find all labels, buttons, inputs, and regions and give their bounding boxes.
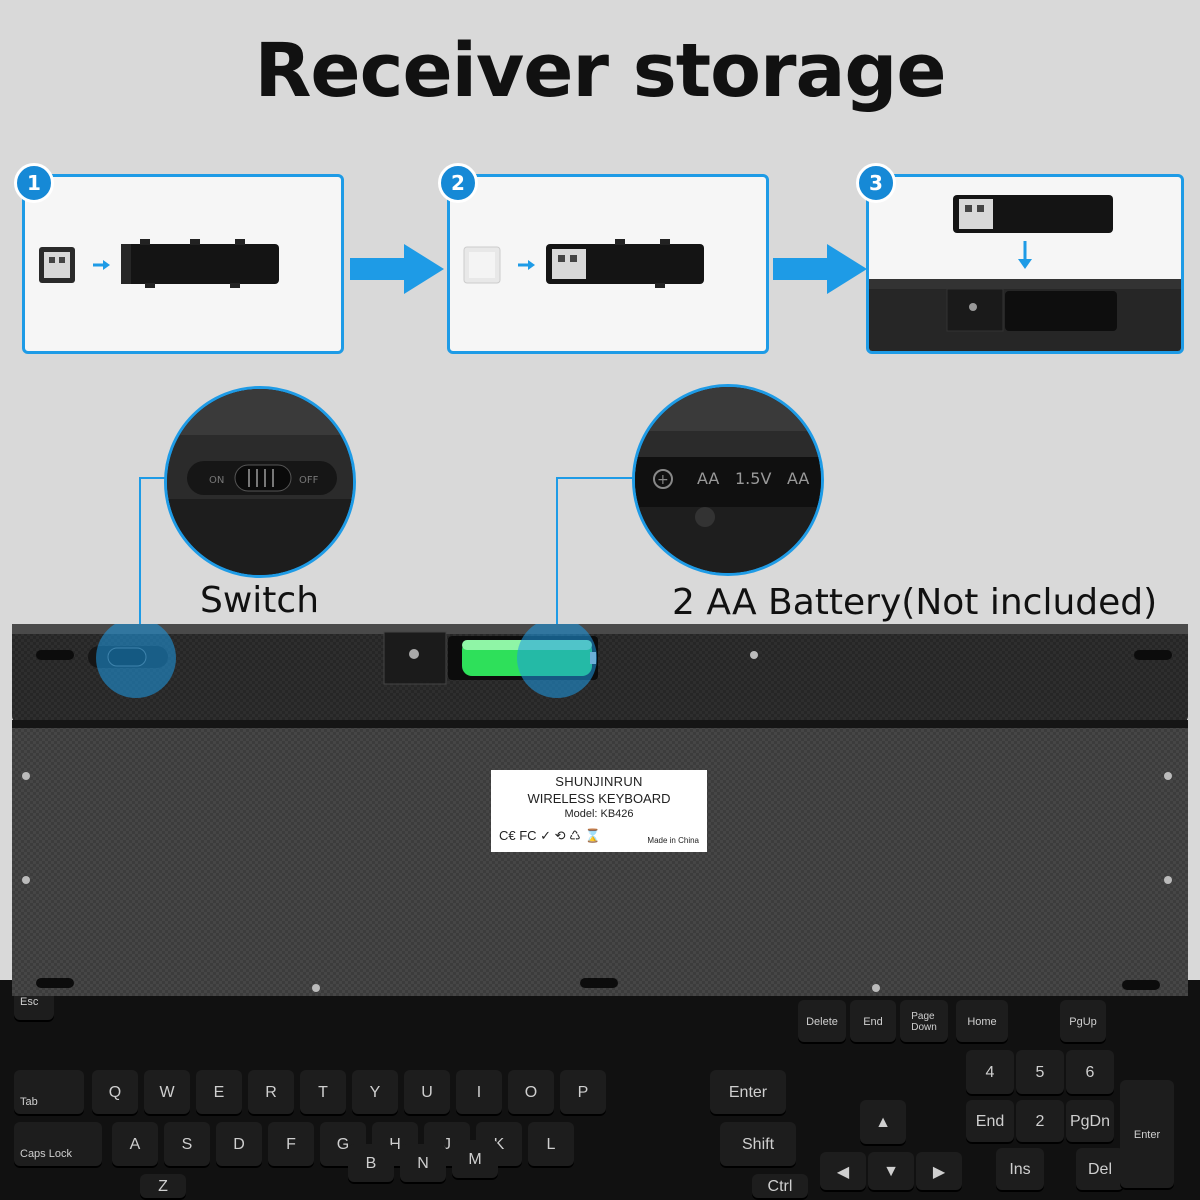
key-z: Z: [140, 1174, 186, 1200]
step-2-illustration: [463, 239, 704, 288]
arrow-right-icon: [773, 244, 867, 294]
key-home: Home: [956, 1000, 1008, 1044]
svg-text:+: +: [657, 472, 669, 488]
label-brand: SHUNJINRUN: [555, 774, 643, 789]
key-caps-lock: Caps Lock: [14, 1122, 102, 1168]
power-switch-closeup: ON OFF: [167, 389, 353, 575]
step-3-illustration: [869, 195, 1181, 351]
switch-label: Switch: [200, 580, 320, 621]
key-w: W: [144, 1070, 190, 1116]
key-t: T: [300, 1070, 346, 1116]
label-product: WIRELESS KEYBOARD: [527, 791, 671, 806]
label-origin: Made in China: [647, 836, 699, 845]
step-1-badge: 1: [14, 163, 54, 203]
key-s: S: [164, 1122, 210, 1168]
keyboard-underside-graphic: [12, 618, 1188, 996]
key-delete: Delete: [798, 1000, 846, 1044]
keyboard-underside: [12, 618, 1188, 996]
key-numpad-5: 5: [1016, 1050, 1064, 1096]
key-i: I: [456, 1070, 502, 1116]
battery-closeup: + AA 1.5V AA: [635, 387, 821, 573]
battery-voltage-text: 1.5V: [735, 469, 771, 488]
page-title: Receiver storage: [254, 28, 946, 114]
key-n: N: [400, 1144, 446, 1184]
key-arrow-right: ▶: [916, 1152, 962, 1192]
key-l: L: [528, 1122, 574, 1168]
key-numpad-enter: Enter: [1120, 1080, 1174, 1190]
key-e: E: [196, 1070, 242, 1116]
key-b: B: [348, 1144, 394, 1184]
key-m: M: [452, 1140, 498, 1180]
product-label: SHUNJINRUN WIRELESS KEYBOARD Model: KB42…: [491, 770, 707, 852]
battery-label: 2 AA Battery(Not included): [672, 582, 1158, 623]
key-o: O: [508, 1070, 554, 1116]
key-a: A: [112, 1122, 158, 1168]
key-numpad-1: End: [966, 1100, 1014, 1144]
step-3-badge: 3: [856, 163, 896, 203]
step-1-illustration: [39, 239, 279, 288]
key-tab: Tab: [14, 1070, 84, 1116]
arrow-right-icon: [350, 244, 444, 294]
key-q: Q: [92, 1070, 138, 1116]
key-f: F: [268, 1122, 314, 1168]
key-numpad-6: 6: [1066, 1050, 1114, 1096]
key-arrow-up: ▲: [860, 1100, 906, 1146]
switch-off-text: OFF: [299, 475, 319, 486]
switch-on-text: ON: [209, 475, 224, 486]
switch-zoom-circle: ON OFF: [164, 386, 356, 578]
label-model: Model: KB426: [564, 808, 634, 820]
certification-marks: C€ FC ✓ ⟲ ♺ ⌛: [499, 828, 601, 843]
key-shift: Shift: [720, 1122, 796, 1168]
key-numpad-2: 2: [1016, 1100, 1064, 1144]
keyboard-keys-area: Esc Tab Caps Lock Q W E R T Y U I O P A …: [0, 980, 1200, 1200]
battery-zoom-circle: + AA 1.5V AA: [632, 384, 824, 576]
key-r: R: [248, 1070, 294, 1116]
battery-type-text: AA: [697, 469, 719, 488]
step-2-panel: [447, 174, 769, 354]
callout-lines: [139, 477, 633, 660]
key-numpad-4: 4: [966, 1050, 1014, 1096]
step-3-panel: [866, 174, 1184, 354]
key-u: U: [404, 1070, 450, 1116]
key-arrow-left: ◀: [820, 1152, 866, 1192]
key-arrow-down: ▼: [868, 1152, 914, 1192]
key-ctrl: Ctrl: [752, 1174, 808, 1200]
key-page-down: Page Down: [900, 1000, 948, 1044]
step-2-badge: 2: [438, 163, 478, 203]
key-numpad-del: Del: [1076, 1148, 1124, 1192]
key-numpad-3: PgDn: [1066, 1100, 1114, 1144]
key-end: End: [850, 1000, 896, 1044]
step-1-panel: [22, 174, 344, 354]
battery-type-text-2: AA: [787, 469, 809, 488]
key-y: Y: [352, 1070, 398, 1116]
key-d: D: [216, 1122, 262, 1168]
key-pgup: PgUp: [1060, 1000, 1106, 1044]
key-numpad-0: Ins: [996, 1148, 1044, 1192]
key-enter: Enter: [710, 1070, 786, 1116]
key-p: P: [560, 1070, 606, 1116]
